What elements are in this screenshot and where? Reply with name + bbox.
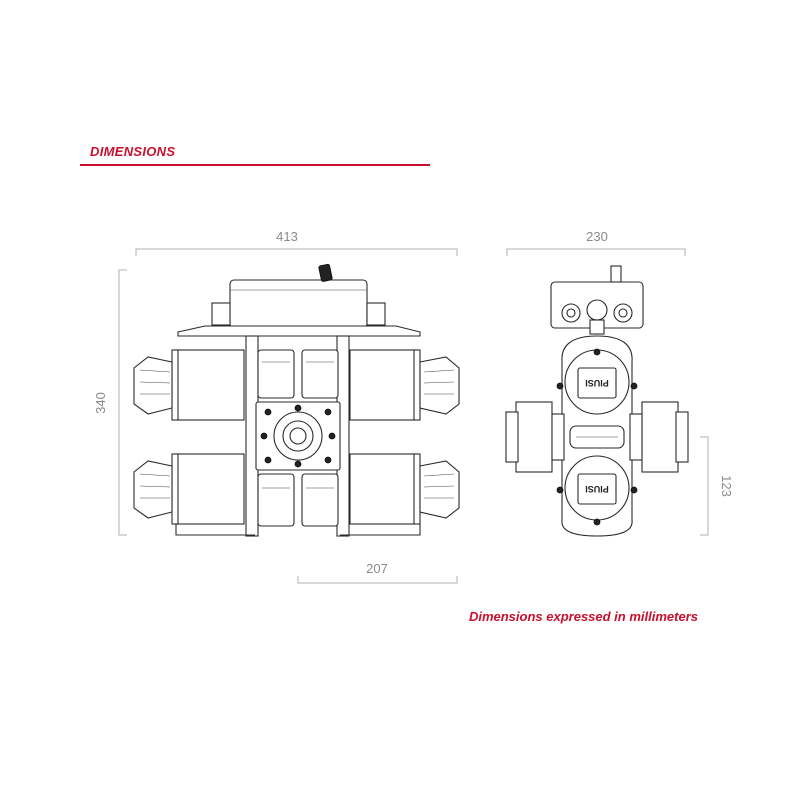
- front-view-drawing: [133, 263, 460, 537]
- units-note: Dimensions expressed in millimeters: [468, 609, 698, 624]
- logo-upper: PIUSI: [585, 378, 609, 388]
- title-underline: [80, 164, 430, 166]
- dimension-width-front: 413: [276, 229, 298, 244]
- dimension-base-front: 207: [366, 561, 388, 576]
- dimension-width-side: 230: [586, 229, 608, 244]
- dimension-height-front: 340: [93, 392, 108, 414]
- section-title: DIMENSIONS: [90, 144, 176, 159]
- logo-lower: PIUSI: [585, 484, 609, 494]
- side-view-drawing: PIUSI PIUSI: [505, 265, 689, 537]
- dimension-height-side: 123: [719, 475, 734, 497]
- dimension-lines: [118, 248, 709, 584]
